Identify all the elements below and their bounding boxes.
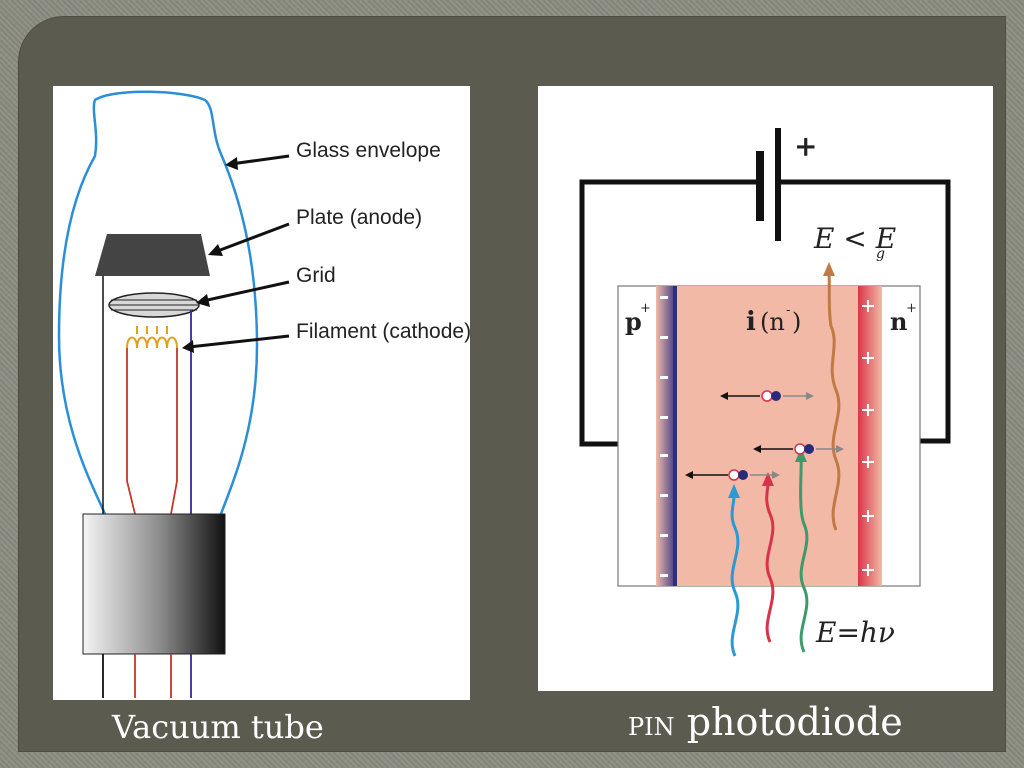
circuit-wire [579, 179, 951, 447]
pin-photodiode-diagram: + p + i (n - ) n + E < E [579, 128, 951, 657]
i-label: i [746, 307, 756, 337]
photon-ray-blue [730, 495, 740, 657]
i-superscript: - [786, 303, 790, 318]
photon-energy-label: E=hν [815, 616, 895, 649]
pin-photodiode-panel: + p + i (n - ) n + E < E [538, 86, 993, 691]
photon-ray-red [765, 483, 775, 643]
plate-anode [95, 234, 210, 276]
vacuum-tube-panel: Glass envelope Plate (anode) Grid Filame… [53, 86, 470, 700]
photon-ray-brown [827, 273, 841, 531]
label-glass-envelope: Glass envelope [296, 139, 441, 162]
caption-photodiode: photodiode [686, 700, 903, 744]
battery-plus-sign: + [794, 130, 817, 163]
n-label: n [890, 307, 907, 336]
i-region-close: ) [792, 308, 801, 336]
energy-less-than-gap: E < E [813, 222, 896, 255]
n-edge-band [858, 286, 882, 586]
label-plate-anode: Plate (anode) [296, 206, 422, 229]
depletion-plus-signs [862, 300, 874, 576]
filament-cathode [126, 326, 178, 349]
vacuum-tube-diagram: Glass envelope Plate (anode) Grid Filame… [57, 90, 470, 698]
n-superscript: + [906, 301, 917, 316]
i-region-label: (n [760, 308, 785, 336]
p-edge-band [656, 286, 676, 586]
tube-base [82, 513, 226, 655]
p-superscript: + [640, 301, 651, 316]
label-grid: Grid [296, 264, 336, 287]
energy-gap-subscript: g [876, 246, 885, 262]
carrier-pair-3 [685, 469, 780, 481]
caption-pin-photodiode: PIN photodiode [628, 700, 903, 744]
carrier-pair-2 [753, 443, 844, 455]
photon-ray-green [799, 459, 809, 653]
p-label: p [625, 307, 642, 336]
depletion-minus-signs [660, 296, 668, 577]
label-filament-cathode: Filament (cathode) [296, 320, 470, 343]
caption-pin: PIN [628, 713, 675, 741]
intrinsic-region [660, 286, 860, 586]
caption-vacuum-tube: Vacuum tube [112, 708, 324, 746]
carrier-pair-1 [720, 390, 814, 402]
glass-envelope [57, 90, 259, 515]
